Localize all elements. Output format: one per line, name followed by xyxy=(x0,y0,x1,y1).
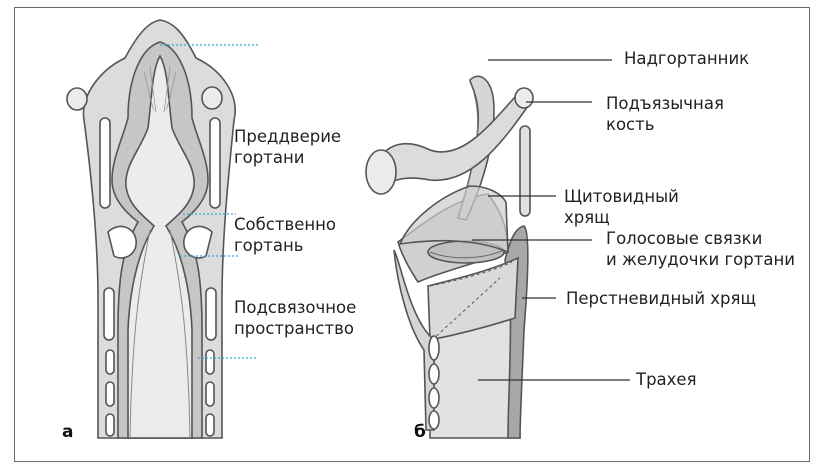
label-subglottic-line1: Подсвязочное xyxy=(234,297,356,318)
label-vestibule-line2: гортани xyxy=(234,147,341,168)
panel-a-drawing xyxy=(67,20,258,438)
label-hyoid: Подъязычная кость xyxy=(606,93,724,135)
panel-a-hyoid-right xyxy=(202,87,222,109)
label-subglottic-line2: пространство xyxy=(234,318,356,339)
panel-b-hyoid xyxy=(374,95,529,188)
label-hyoid-line1: Подъязычная xyxy=(606,93,724,114)
label-larynx-proper: Собственно гортань xyxy=(234,214,336,256)
label-epiglottis: Надгортанник xyxy=(624,48,749,69)
label-hyoid-line2: кость xyxy=(606,114,724,135)
label-vocal-line1: Голосовые связки xyxy=(606,228,795,249)
label-proper-line2: гортань xyxy=(234,235,336,256)
label-thyroid-line1: Щитовидный xyxy=(564,186,679,207)
label-vestibule: Преддверие гортани xyxy=(234,126,341,168)
label-thyroid: Щитовидный хрящ xyxy=(564,186,679,228)
label-trachea: Трахея xyxy=(636,369,697,390)
panel-a-hyoid-left xyxy=(67,88,87,110)
label-proper-line1: Собственно xyxy=(234,214,336,235)
label-cricoid: Перстневидный хрящ xyxy=(566,288,756,309)
label-thyroid-line2: хрящ xyxy=(564,207,679,228)
panel-a-thyroid-right xyxy=(210,118,220,208)
panel-b-hyoid-body xyxy=(366,150,396,194)
label-vocal-line2: и желудочки гортани xyxy=(606,249,795,270)
label-subglottic: Подсвязочное пространство xyxy=(234,297,356,339)
label-vestibule-line1: Преддверие xyxy=(234,126,341,147)
panel-b-anterior-rings xyxy=(429,336,439,429)
panel-b-drawing xyxy=(366,60,630,438)
panel-b-letter: б xyxy=(414,422,426,442)
label-vocal-cords: Голосовые связки и желудочки гортани xyxy=(606,228,795,270)
panel-a-thyroid-left xyxy=(100,118,110,208)
panel-a-letter: а xyxy=(62,422,73,442)
